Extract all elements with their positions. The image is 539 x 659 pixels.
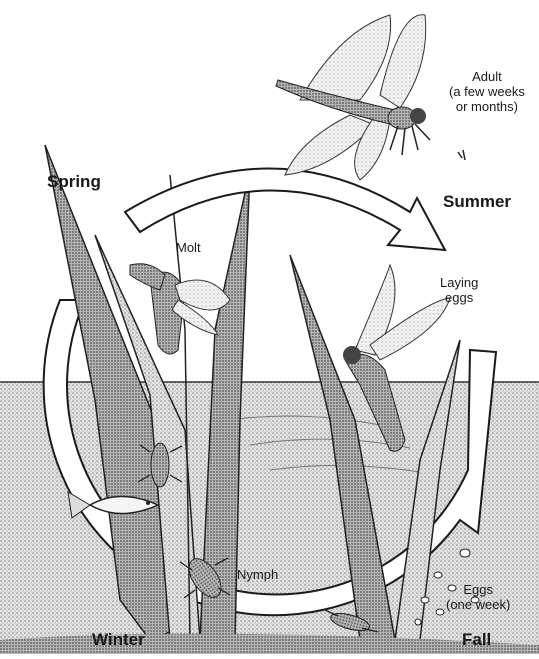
season-label-summer: Summer: [443, 192, 511, 212]
label-laying-eggs: Laying eggs: [440, 276, 478, 306]
label-molt: Molt: [176, 241, 201, 256]
label-adult-line3: or months): [449, 100, 525, 115]
label-adult-line2: (a few weeks: [449, 85, 525, 100]
label-adult: Adult (a few weeks or months): [449, 70, 525, 115]
season-label-fall: Fall: [462, 630, 491, 650]
season-label-spring: Spring: [47, 172, 101, 192]
label-eggs: Eggs (one week): [446, 583, 510, 613]
label-eggs-line2: (one week): [446, 598, 510, 613]
season-label-winter: Winter: [92, 630, 145, 650]
label-eggs-line1: Eggs: [446, 583, 510, 598]
label-adult-line1: Adult: [449, 70, 525, 85]
adult-dragonfly: [276, 15, 465, 180]
label-nymph: Nymph: [237, 568, 278, 583]
label-laying-line2: eggs: [440, 291, 478, 306]
label-laying-line1: Laying: [440, 276, 478, 291]
cycle-arrow-upper: [125, 169, 445, 251]
